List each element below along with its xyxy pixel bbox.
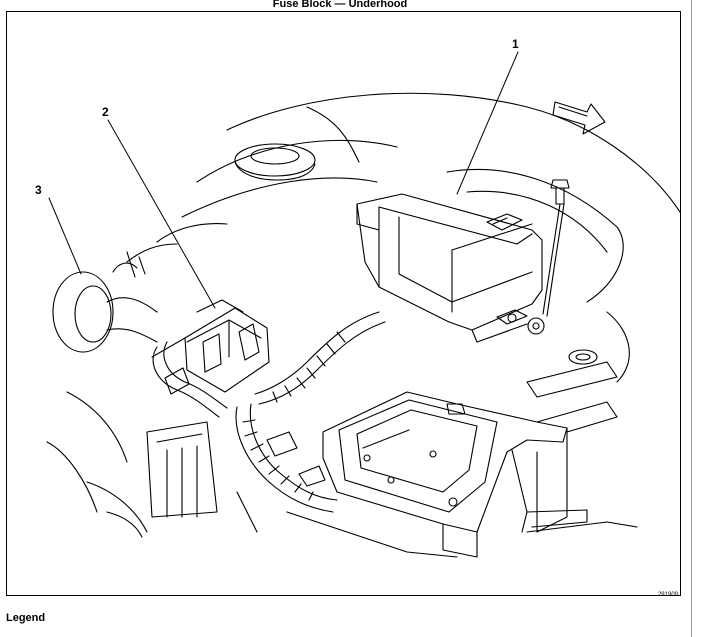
battery-tray bbox=[322, 391, 618, 558]
wiring-harness bbox=[152, 311, 386, 513]
direction-arrow-icon bbox=[552, 101, 606, 135]
grommet bbox=[52, 251, 158, 353]
legend-heading: Legend bbox=[6, 612, 46, 624]
callout-1: 1 bbox=[512, 37, 519, 51]
leader-lines bbox=[48, 51, 519, 309]
fuse-block-illustration: 1 2 3 bbox=[35, 37, 680, 558]
fuse-block bbox=[356, 193, 543, 343]
page-edge-divider bbox=[691, 0, 692, 637]
callout-2: 2 bbox=[102, 105, 109, 119]
lower-structure bbox=[46, 391, 638, 558]
figure-number: 291909 bbox=[657, 592, 678, 598]
harness-connector bbox=[151, 299, 270, 395]
callout-3: 3 bbox=[35, 183, 42, 197]
engine-bay-contours bbox=[126, 92, 680, 398]
diagram-title: Fuse Block — Underhood bbox=[272, 0, 408, 10]
push-pin-fastener bbox=[527, 179, 570, 335]
illustration-frame: 1 2 3 bbox=[6, 11, 681, 596]
